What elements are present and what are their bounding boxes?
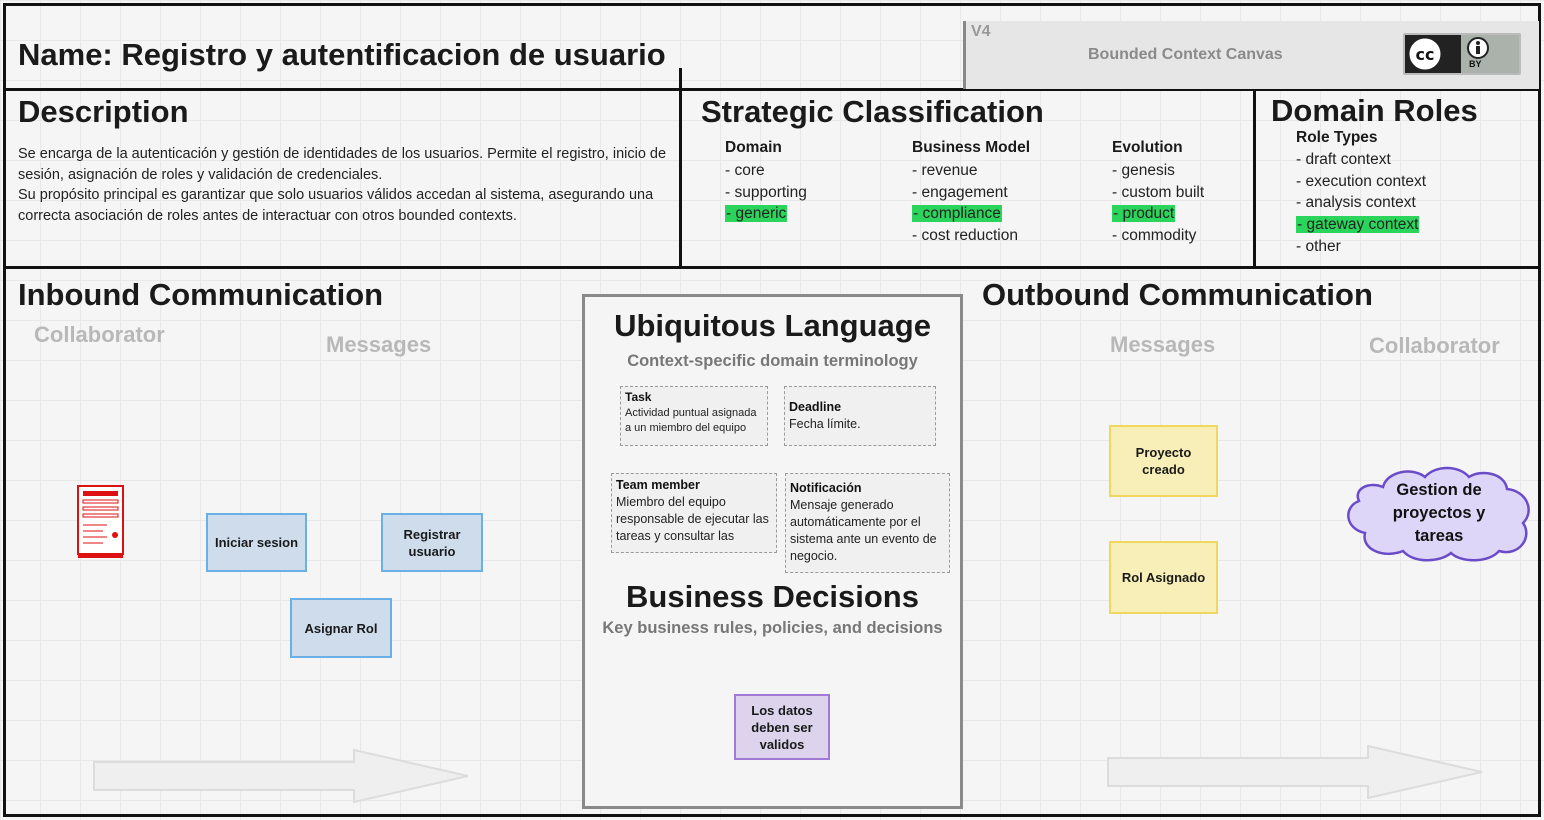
- version-label: V4: [971, 23, 991, 40]
- license-by-text: BY: [1469, 59, 1482, 69]
- term-card-deadline[interactable]: Deadline Fecha límite.: [784, 386, 936, 446]
- description-divider: [679, 68, 682, 269]
- domain-list: - core - supporting - generic: [725, 160, 807, 225]
- term-card-task[interactable]: Task Actividad puntual asignada a un mie…: [620, 386, 768, 446]
- description-paragraph: Su propósito principal es garantizar que…: [18, 187, 654, 224]
- evolution-option: - genesis: [1112, 162, 1175, 179]
- description-title: Description: [18, 94, 189, 129]
- domain-option: - core: [725, 162, 765, 179]
- role-type-option: - analysis context: [1296, 194, 1416, 212]
- strategic-title: Strategic Classification: [701, 94, 1044, 129]
- message-registrar-usuario[interactable]: Registrar usuario: [381, 513, 483, 572]
- outbound-title: Outbound Communication: [982, 277, 1373, 312]
- svg-text:cc: cc: [1416, 45, 1435, 64]
- message-asignar-rol[interactable]: Asignar Rol: [290, 598, 392, 658]
- role-type-option-selected: - gateway context: [1296, 216, 1420, 234]
- inbound-messages-label: Messages: [326, 332, 432, 357]
- ubiquitous-language-subtitle: Context-specific domain terminology: [627, 352, 918, 370]
- business-model-list: - revenue - engagement - compliance - co…: [912, 160, 1018, 247]
- term-name: Deadline: [789, 400, 842, 414]
- role-type-option: - draft context: [1296, 151, 1391, 168]
- evolution-header: Evolution: [1112, 139, 1183, 156]
- header-divider: [3, 88, 1541, 91]
- business-model-header: Business Model: [912, 139, 1030, 156]
- role-type-option: - execution context: [1296, 172, 1427, 190]
- business-model-option: - engagement: [912, 183, 1008, 201]
- server-icon: [77, 485, 124, 559]
- role-types-list: - draft context - execution context - an…: [1296, 149, 1426, 258]
- description-text: Se encarga de la autenticación y gestión…: [18, 144, 680, 226]
- collaborator-cloud-label: Gestion de proyectos y tareas: [1392, 481, 1486, 545]
- role-type-option: - other: [1296, 237, 1341, 255]
- inbound-collaborator-label: Collaborator: [34, 322, 165, 347]
- domain-option: - supporting: [725, 183, 807, 201]
- term-definition: Miembro del equipo responsable de ejecut…: [616, 495, 769, 543]
- term-name: Notificación: [790, 481, 862, 495]
- evolution-option-selected: - product: [1112, 205, 1176, 223]
- decision-datos-validos[interactable]: Los datos deben ser validos: [734, 694, 830, 760]
- roles-divider: [1253, 88, 1256, 269]
- term-card-notificacion[interactable]: Notificación Mensaje generado automática…: [785, 473, 950, 573]
- domain-option-selected: - generic: [725, 205, 788, 223]
- term-name: Team member: [616, 478, 700, 492]
- term-name: Task: [625, 390, 652, 404]
- term-definition: Fecha límite.: [789, 417, 861, 431]
- canvas-label: Bounded Context Canvas: [1088, 46, 1283, 63]
- message-iniciar-sesion[interactable]: Iniciar sesion: [206, 513, 307, 572]
- domain-roles-title: Domain Roles: [1271, 93, 1478, 128]
- creative-commons-by-icon: cc BY: [1403, 33, 1521, 75]
- term-definition: Actividad puntual asignada a un miembro …: [625, 406, 757, 435]
- term-definition: Mensaje generado automáticamente por el …: [790, 498, 937, 563]
- canvas-frame: [3, 3, 1541, 817]
- outbound-arrow: [1106, 744, 1486, 800]
- message-proyecto-creado[interactable]: Proyecto creado: [1109, 425, 1218, 497]
- evolution-list: - genesis - custom built - product - com…: [1112, 160, 1204, 247]
- description-paragraph: Se encarga de la autenticación y gestión…: [18, 146, 667, 183]
- business-model-option-selected: - compliance: [912, 205, 1002, 223]
- term-card-team-member[interactable]: Team member Miembro del equipo responsab…: [611, 473, 777, 553]
- inbound-title: Inbound Communication: [18, 277, 384, 312]
- collaborator-cloud-gestion-proyectos[interactable]: Gestion de proyectos y tareas: [1343, 465, 1535, 563]
- business-decisions-subtitle: Key business rules, policies, and decisi…: [602, 619, 943, 637]
- context-name: Name: Registro y autentificacion de usua…: [18, 37, 666, 72]
- version-panel: V4 Bounded Context Canvas cc BY: [963, 21, 1539, 89]
- domain-header: Domain: [725, 139, 782, 156]
- top-section-divider: [3, 266, 1541, 269]
- outbound-collaborator-label: Collaborator: [1369, 333, 1500, 358]
- outbound-messages-label: Messages: [1110, 332, 1216, 357]
- business-model-option: - cost reduction: [912, 227, 1018, 245]
- ubiquitous-language-title: Ubiquitous Language: [614, 308, 931, 343]
- evolution-option: - commodity: [1112, 227, 1197, 245]
- business-decisions-title: Business Decisions: [626, 579, 919, 614]
- evolution-option: - custom built: [1112, 183, 1205, 201]
- business-model-option: - revenue: [912, 162, 978, 179]
- role-types-header: Role Types: [1296, 129, 1378, 146]
- message-rol-asignado[interactable]: Rol Asignado: [1109, 541, 1218, 614]
- inbound-arrow: [92, 748, 472, 804]
